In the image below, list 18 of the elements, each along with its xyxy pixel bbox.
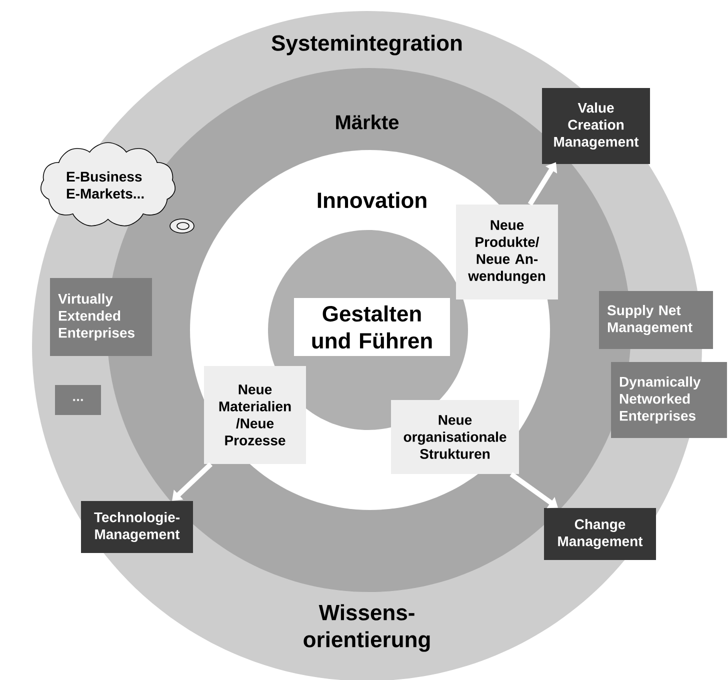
- ring-label: Märkte: [336, 114, 399, 130]
- label-box: Neue organisationale Strukturen: [391, 400, 519, 474]
- title-box: Gestalten und Führen: [294, 298, 450, 356]
- process-box: Supply Net Management: [599, 291, 713, 349]
- ring-label: Innovation: [318, 192, 426, 208]
- label-box: Neue Materialien /Neue Prozesse: [204, 366, 306, 464]
- process-box: Technologie- Management: [81, 501, 193, 553]
- process-box: Dynamically Networked Enterprises: [611, 362, 727, 438]
- process-box: Change Management: [544, 508, 656, 560]
- label-box: Neue Produkte/ Neue An- wendungen: [456, 204, 558, 300]
- process-box: Virtually Extended Enterprises: [50, 278, 152, 356]
- thought-cloud: E-Business E-Markets...: [40, 142, 194, 234]
- ring-label: Systemintegration: [272, 34, 462, 56]
- ring-label: Wissens- orientierung: [304, 604, 430, 652]
- arrow: [510, 472, 558, 508]
- placeholder-box: ...: [55, 385, 101, 415]
- arrow: [172, 462, 213, 501]
- process-box: Value Creation Management: [542, 88, 650, 164]
